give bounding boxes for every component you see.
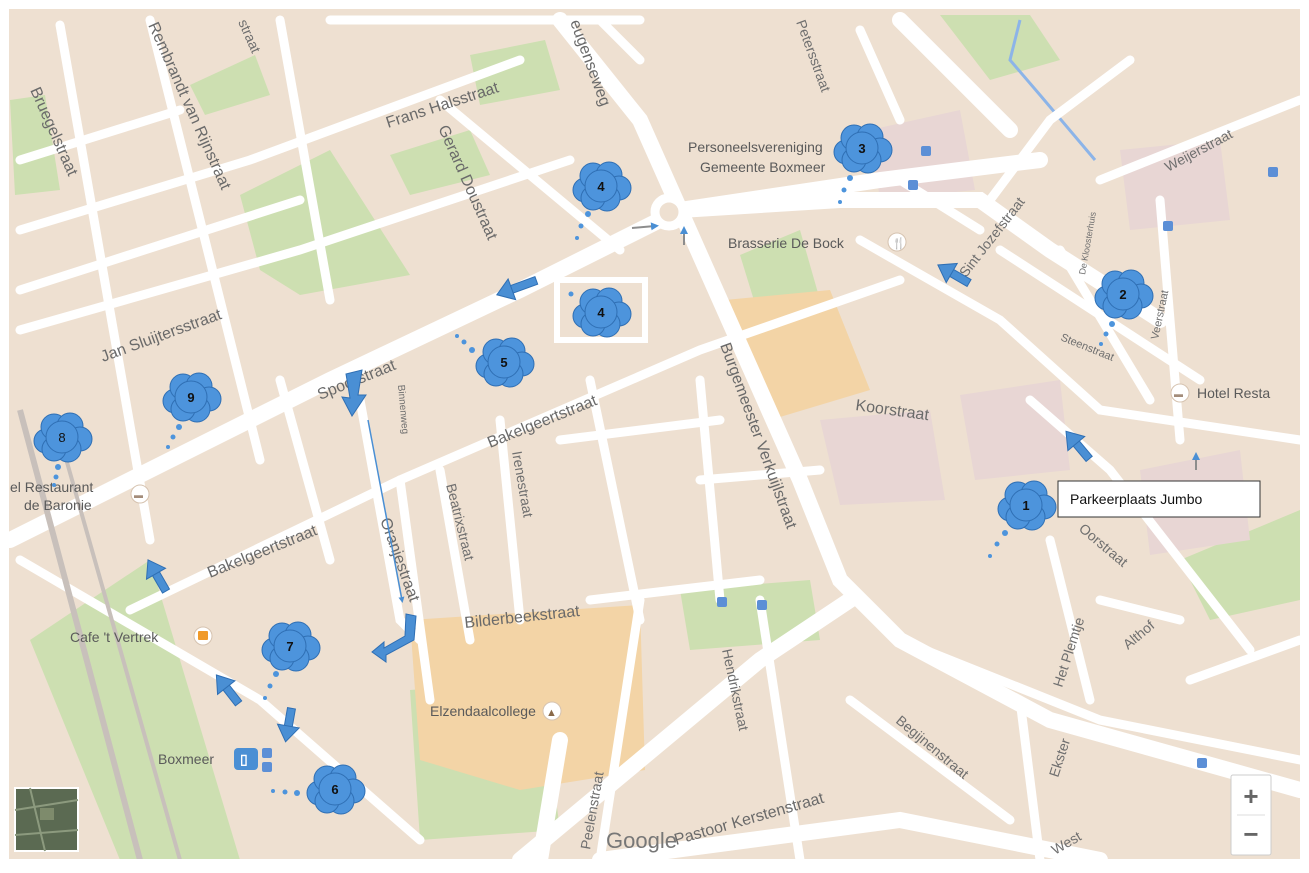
cafe-icon-glyph bbox=[198, 631, 208, 640]
canal bbox=[1008, 19, 1097, 161]
road-arrow-icon bbox=[631, 222, 659, 231]
train-station-icon[interactable] bbox=[234, 748, 258, 770]
poi-label: Cafe 't Vertrek bbox=[70, 629, 159, 645]
poi-label: el Restaurant bbox=[10, 479, 93, 495]
step-bubble[interactable]: 9 bbox=[162, 372, 222, 449]
step-bubbles: 1 2 3 4 4 5 6 bbox=[33, 123, 1154, 815]
step-bubble[interactable]: 3 bbox=[833, 123, 893, 204]
step-bubble[interactable]: 1 bbox=[988, 480, 1057, 558]
route-label-box: Parkeerplaats Jumbo bbox=[1057, 480, 1261, 518]
route-arrow-icon bbox=[496, 276, 539, 301]
restaurant-icon[interactable] bbox=[887, 232, 907, 252]
hotel-icon[interactable] bbox=[130, 484, 150, 504]
step-bubble[interactable]: 4 bbox=[572, 161, 632, 240]
poi-label: Gemeente Boxmeer bbox=[700, 159, 826, 175]
poi-label: Elzendaalcollege bbox=[430, 703, 536, 719]
zoom-out-button[interactable]: − bbox=[1243, 819, 1258, 849]
svg-text:6: 6 bbox=[331, 782, 338, 797]
svg-text:5: 5 bbox=[500, 355, 507, 370]
street-label: Binnenweg bbox=[395, 384, 410, 434]
highlight-box bbox=[554, 277, 648, 343]
step-bubble[interactable]: 4 bbox=[568, 287, 632, 338]
zoom-controls bbox=[1230, 774, 1272, 856]
poi-label: Boxmeer bbox=[158, 751, 214, 767]
route-arrow-icon bbox=[215, 674, 243, 707]
poi-label: de Baronie bbox=[24, 497, 92, 513]
step-bubble[interactable]: 6 bbox=[271, 764, 366, 815]
svg-text:9: 9 bbox=[187, 390, 194, 405]
poi-label: Hotel Resta bbox=[1197, 385, 1270, 401]
school-icon-glyph: ▲ bbox=[546, 707, 557, 719]
bus-stop-icon[interactable] bbox=[921, 146, 931, 156]
poi-label: Brasserie De Bock bbox=[728, 235, 845, 251]
route-arrow-icon bbox=[937, 262, 972, 288]
svg-text:7: 7 bbox=[286, 639, 293, 654]
svg-text:2: 2 bbox=[1119, 287, 1126, 302]
route-line bbox=[367, 419, 405, 603]
school-icon[interactable] bbox=[542, 701, 562, 721]
satellite-thumbnail[interactable] bbox=[14, 787, 79, 852]
zoom-in-button[interactable]: + bbox=[1243, 781, 1258, 811]
route-arrows bbox=[145, 262, 1093, 743]
step-bubble[interactable]: 7 bbox=[261, 621, 321, 700]
hotel-icon-glyph: ▬ bbox=[1174, 389, 1183, 399]
svg-text:1: 1 bbox=[1022, 498, 1029, 513]
bus-stop-icon[interactable] bbox=[1268, 167, 1278, 177]
route-arrow-icon bbox=[1065, 430, 1093, 463]
railway-2 bbox=[53, 419, 182, 861]
roundabout bbox=[650, 193, 688, 231]
bus-stop-icon[interactable] bbox=[717, 597, 727, 607]
svg-text:4: 4 bbox=[597, 305, 605, 320]
bus-stop-icon[interactable] bbox=[908, 180, 918, 190]
restaurant-icon-glyph: 🍴 bbox=[892, 237, 906, 250]
route-label-text: Parkeerplaats Jumbo bbox=[1070, 491, 1203, 507]
hotel-icon-glyph: ▬ bbox=[134, 490, 143, 500]
step-bubble[interactable]: 5 bbox=[455, 334, 535, 388]
bus-stop-icon[interactable] bbox=[1197, 758, 1207, 768]
route-arrow-icon bbox=[276, 707, 301, 743]
svg-text:8: 8 bbox=[58, 430, 65, 445]
bus-stop-icon[interactable] bbox=[262, 762, 272, 772]
google-attribution: Google bbox=[606, 828, 677, 853]
frame-edge bbox=[3, 3, 1306, 865]
railway bbox=[17, 409, 143, 861]
svg-text:3: 3 bbox=[858, 141, 865, 156]
step-bubble[interactable]: 2 bbox=[1094, 269, 1154, 346]
step-bubble[interactable]: 8 bbox=[33, 412, 93, 487]
svg-text:4: 4 bbox=[597, 179, 605, 194]
route-turn-arrow-icon bbox=[341, 369, 367, 417]
route-turn-arrow-icon bbox=[371, 613, 417, 663]
bus-stop-icon[interactable] bbox=[757, 600, 767, 610]
bus-stop-icon[interactable] bbox=[1163, 221, 1173, 231]
route-arrow-icon bbox=[145, 559, 171, 594]
pois: Personeelsvereniging Gemeente Boxmeer Br… bbox=[10, 139, 1278, 772]
hotel-icon[interactable] bbox=[1170, 383, 1190, 403]
bus-stop-icon[interactable] bbox=[262, 748, 272, 758]
train-station-icon-glyph: ▯ bbox=[240, 751, 248, 767]
poi-label: Personeelsvereniging bbox=[688, 139, 823, 155]
